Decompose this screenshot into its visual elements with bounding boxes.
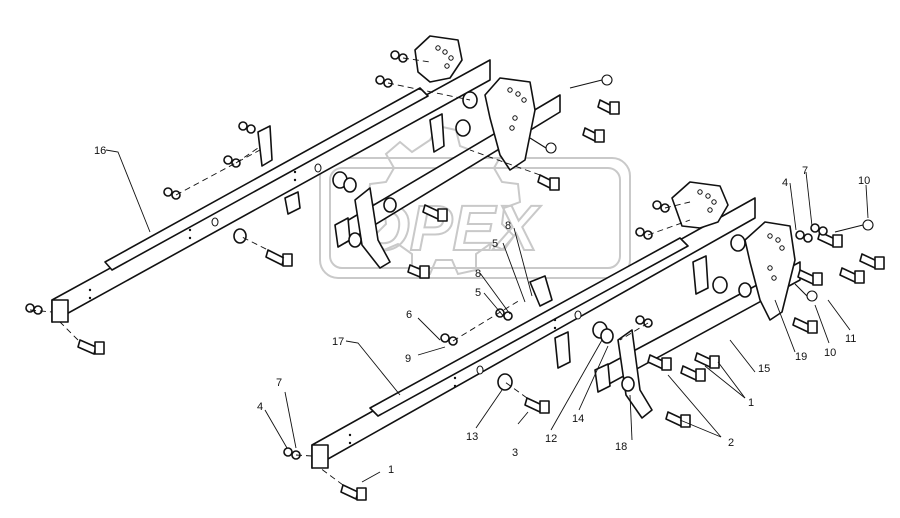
lower-hardware: [283, 200, 885, 501]
upper-center-lines: [29, 57, 541, 341]
callout-2: 2: [728, 437, 734, 449]
callout-17: 17: [332, 336, 344, 348]
callout-10-upper: 10: [858, 175, 870, 187]
leader-lines: [105, 149, 869, 483]
callout-4-lower: 4: [257, 401, 263, 413]
callout-13: 13: [466, 431, 478, 443]
callout-5-lower: 5: [475, 287, 481, 299]
callout-14: 14: [572, 413, 584, 425]
callout-19: 19: [795, 351, 807, 363]
beam-17: [311, 197, 756, 469]
beam-16: [51, 59, 491, 323]
callout-11: 11: [845, 333, 856, 345]
callout-16: 16: [94, 145, 106, 157]
callout-1-bottom: 1: [388, 464, 394, 476]
callout-5-upper: 5: [492, 238, 498, 250]
callout-12: 12: [545, 433, 557, 445]
callout-4-upper: 4: [782, 177, 788, 189]
callout-9: 9: [405, 353, 411, 365]
callout-6: 6: [406, 309, 412, 321]
lower-center-lines: [295, 201, 691, 486]
callout-10-lower: 10: [824, 347, 836, 359]
callout-7-upper: 7: [802, 165, 808, 177]
callout-labels: 16 17 15 19 18 12 14 3 13 1 2 1 4 7 6 9 …: [94, 145, 870, 476]
callout-15: 15: [758, 363, 770, 375]
callout-3: 3: [512, 447, 518, 459]
callout-8-lower: 8: [475, 268, 481, 280]
callout-7-lower: 7: [276, 377, 282, 389]
callout-1-lower: 1: [748, 397, 754, 409]
upper-bracket-plates: [257, 35, 536, 269]
lower-bracket-plates: [529, 181, 796, 419]
callout-18: 18: [615, 441, 627, 453]
callout-8-upper: 8: [505, 220, 511, 232]
